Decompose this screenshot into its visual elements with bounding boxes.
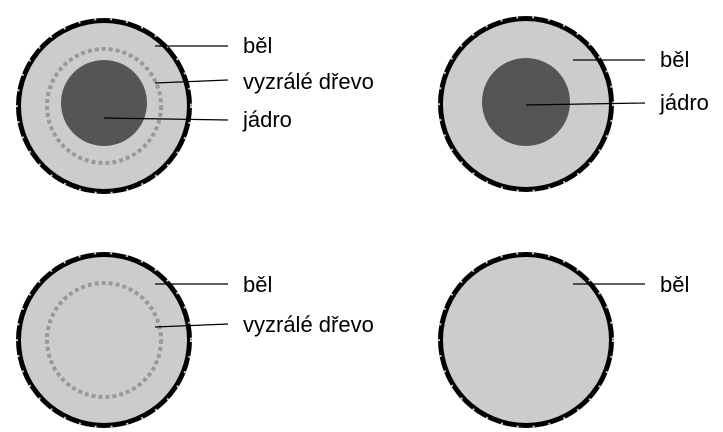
- panel-sapwood-heartwood: běl jádro: [438, 16, 709, 192]
- trunk-cross-section: [16, 18, 192, 194]
- mature-wood-boundary: [45, 281, 163, 399]
- label-mature-wood: vyzrálé dřevo: [243, 312, 374, 337]
- leader-line-heartwood: [103, 117, 229, 121]
- sapwood-area: [443, 257, 609, 423]
- trunk-cross-section: [438, 252, 614, 428]
- label-heartwood: jádro: [242, 107, 292, 132]
- bark-texture: [16, 18, 192, 194]
- label-heartwood: jádro: [659, 90, 709, 115]
- bark-texture: [438, 252, 614, 428]
- heartwood-area: [482, 58, 570, 146]
- trunk-cross-section: [16, 252, 192, 428]
- label-sapwood: běl: [660, 47, 689, 72]
- mature-wood-boundary: [45, 47, 163, 165]
- heartwood-area: [61, 60, 147, 146]
- label-mature-wood: vyzrálé dřevo: [243, 69, 374, 94]
- label-sapwood: běl: [660, 272, 689, 297]
- leader-line-mature-wood: [154, 323, 229, 328]
- leader-line-mature-wood: [154, 79, 229, 84]
- label-sapwood: běl: [243, 272, 272, 297]
- label-sapwood: běl: [243, 33, 272, 58]
- leader-line-heartwood: [525, 102, 646, 106]
- bark-texture: [16, 252, 192, 428]
- panel-sapwood-maturewood: běl vyzrálé dřevo: [16, 252, 374, 428]
- panel-sapwood-only: běl: [438, 252, 689, 428]
- trunk-cross-section: [438, 16, 614, 192]
- panel-sapwood-maturewood-heartwood: běl vyzrálé dřevo jádro: [16, 18, 374, 194]
